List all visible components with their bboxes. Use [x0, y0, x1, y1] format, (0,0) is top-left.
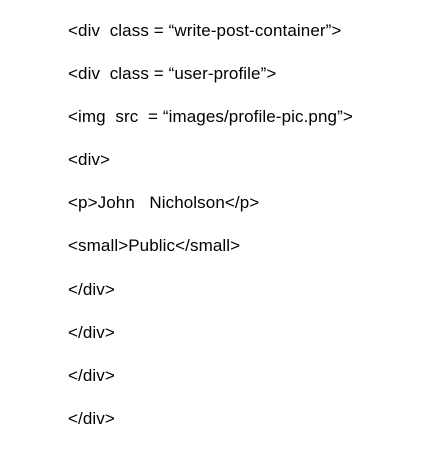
code-line-user-profile: <div class = “user-profile”>	[68, 64, 277, 84]
code-lines: <div class = “write-post-container”> <di…	[68, 19, 353, 450]
code-line-div-open: <div>	[68, 150, 111, 170]
code-line-div-close-4: </div>	[68, 408, 115, 428]
code-line-div-close-2: </div>	[68, 322, 115, 342]
code-line-write-post-container: <div class = “write-post-container”>	[68, 21, 342, 40]
code-line-small-public: <small>Public</small>	[68, 236, 241, 256]
code-line-name-paragraph: <p>John Nicholson</p>	[68, 193, 260, 213]
code-line-div-close-1: </div>	[68, 279, 115, 299]
code-line-div-close-3: </div>	[68, 365, 115, 385]
code-line-img: <img src = “images/profile-pic.png”>	[68, 107, 353, 127]
